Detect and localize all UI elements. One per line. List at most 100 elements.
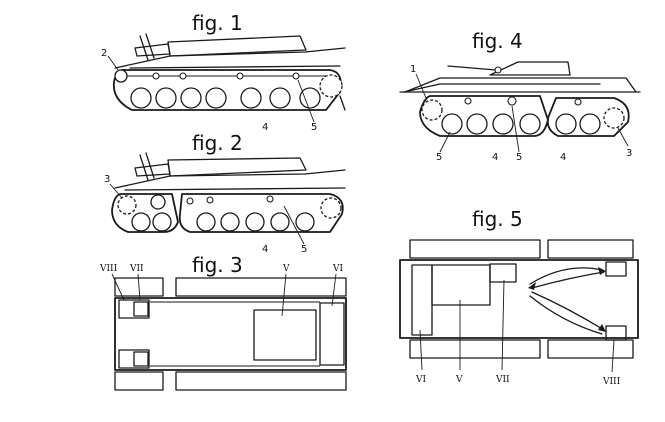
fig1-return-roller xyxy=(292,72,300,80)
fig5-front-motor-bottom xyxy=(605,325,627,341)
fig1-label-4: 4 xyxy=(262,122,268,133)
fig4-road-wheel xyxy=(466,113,488,135)
fig3-label-VI: VI xyxy=(332,264,343,274)
fig2-tank-side-view: fig. 2 3 4 5 xyxy=(104,131,346,255)
fig1-road-wheel xyxy=(130,87,152,109)
fig5-label-V: V xyxy=(455,375,463,385)
fig2-title: fig. 2 xyxy=(192,131,243,155)
fig5-label-VI: VI xyxy=(415,375,426,385)
fig2-road-wheel xyxy=(245,212,265,232)
fig5-arrow xyxy=(529,295,603,335)
fig2-return-roller xyxy=(186,197,194,205)
fig2-leader-3 xyxy=(109,183,123,199)
fig1-road-wheel xyxy=(240,87,262,109)
fig3-track-plate xyxy=(114,371,164,391)
fig1-idler-wheel xyxy=(114,69,128,83)
fig1-hull-top xyxy=(114,47,346,69)
fig5-track-plate xyxy=(409,339,541,359)
fig4-leader-1 xyxy=(415,73,427,99)
fig4-road-wheel xyxy=(555,113,577,135)
fig3-leader-VI xyxy=(331,273,337,307)
fig2-label-3: 3 xyxy=(104,174,110,185)
fig2-hull-top xyxy=(114,169,346,189)
fig5-hull-outline xyxy=(399,259,639,339)
fig1-road-wheel xyxy=(299,87,321,109)
fig4-leader-5a xyxy=(439,131,451,153)
fig3-title: fig. 3 xyxy=(192,253,243,277)
fig2-road-wheel xyxy=(131,212,151,232)
fig1-road-wheel xyxy=(269,87,291,109)
fig3-leader-V xyxy=(281,273,287,317)
fig5-track-plate xyxy=(409,239,541,259)
fig2-mount-struts xyxy=(139,152,155,181)
fig2-rear-track xyxy=(178,193,344,233)
fig5-arrow xyxy=(531,271,605,289)
fig1-road-wheel xyxy=(205,87,227,109)
fig3-cable-lines xyxy=(150,301,320,367)
fig3-track-plate xyxy=(114,277,164,297)
fig3-engine-compartment xyxy=(253,309,317,361)
fig4-label-4a: 4 xyxy=(492,152,498,163)
fig2-gun-barrel xyxy=(167,157,307,177)
fig4-turret xyxy=(489,61,571,76)
fig3-label-VIII: VIII xyxy=(99,264,118,274)
fig5-title: fig. 5 xyxy=(472,207,523,231)
fig5-arrow xyxy=(529,267,603,285)
fig5-arrowheads xyxy=(528,267,606,332)
fig1-tank-side-view: fig. 1 2 4 5 xyxy=(101,11,346,133)
fig3-motor-top xyxy=(133,301,149,317)
fig4-front-track xyxy=(419,95,549,137)
fig1-return-roller xyxy=(152,72,160,80)
fig5-track-plate xyxy=(547,339,634,359)
fig1-leader-2 xyxy=(107,55,119,71)
fig4-road-wheel xyxy=(492,113,514,135)
fig2-front-sprocket xyxy=(117,195,137,215)
fig4-leader-5b xyxy=(511,105,520,153)
fig1-return-roller xyxy=(236,72,244,80)
fig5-label-VII: VII xyxy=(495,375,510,385)
fig2-hull-line xyxy=(124,187,346,191)
fig4-label-5b: 5 xyxy=(516,152,522,163)
fig5-front-motor-top xyxy=(605,261,627,277)
fig1-leader-5 xyxy=(297,79,315,123)
fig4-return-roller xyxy=(574,98,582,106)
fig1-breech xyxy=(134,43,171,57)
fig2-road-wheel xyxy=(295,212,315,232)
fig4-label-3: 3 xyxy=(626,148,632,159)
fig5-track-plate xyxy=(547,239,634,259)
fig2-label-5: 5 xyxy=(301,244,307,255)
fig1-mount-struts xyxy=(139,33,155,61)
fig1-label-5: 5 xyxy=(311,122,317,133)
fig4-title: fig. 4 xyxy=(472,29,523,53)
fig2-return-roller xyxy=(266,195,274,203)
fig2-road-wheel xyxy=(196,212,216,232)
fig4-label-1: 1 xyxy=(410,64,416,75)
fig4-ifv-side-view: fig. 4 1 5 4 5 4 3 xyxy=(399,29,641,163)
fig3-leaders-front xyxy=(111,273,141,301)
fig2-road-wheel xyxy=(150,194,166,210)
fig4-road-wheel xyxy=(579,113,601,135)
fig3-track-plate xyxy=(175,371,347,391)
fig2-road-wheel xyxy=(220,212,240,232)
fig2-front-track xyxy=(111,193,179,233)
fig4-road-wheel xyxy=(441,113,463,135)
fig2-label-4: 4 xyxy=(262,244,268,255)
fig3-hull-outline xyxy=(114,297,347,371)
fig1-drive-sprocket xyxy=(319,74,343,98)
fig5-arrow xyxy=(531,291,605,331)
fig3-drive-unit-top xyxy=(118,299,150,319)
fig5-leaders xyxy=(419,279,615,373)
fig1-return-roller xyxy=(179,72,187,80)
fig4-leader-3 xyxy=(617,127,629,147)
fig4-gun xyxy=(447,65,497,71)
fig5-control-unit xyxy=(489,263,517,283)
fig4-hull-line xyxy=(403,83,601,93)
fig5-label-VIII: VIII xyxy=(602,377,621,387)
fig4-road-wheel xyxy=(519,113,541,135)
fig4-front-sprocket xyxy=(421,99,443,121)
fig2-return-roller xyxy=(206,196,214,204)
fig2-road-wheel xyxy=(270,212,290,232)
fig5-engine-compartment xyxy=(431,264,491,306)
